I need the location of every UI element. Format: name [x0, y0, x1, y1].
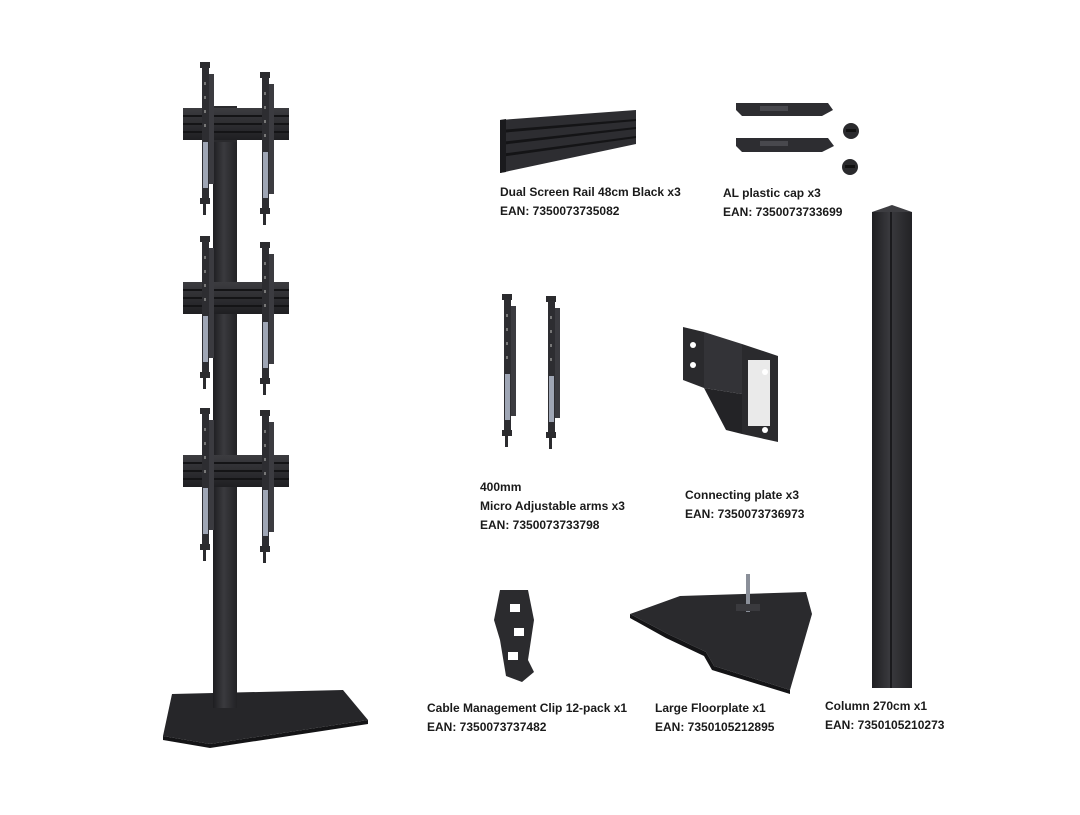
part-label-column: Column 270cm x1 EAN: 7350105210273	[825, 697, 944, 735]
floorplate-image	[630, 574, 812, 694]
column-image	[872, 205, 912, 688]
part-name: Large Floorplate x1	[655, 701, 766, 715]
dual-screen-rail-image	[500, 110, 636, 173]
part-label-rail: Dual Screen Rail 48cm Black x3 EAN: 7350…	[500, 183, 681, 221]
part-name: Column 270cm x1	[825, 699, 928, 713]
part-name: Connecting plate x3	[685, 488, 800, 502]
connecting-plate-image	[683, 327, 778, 442]
part-label-cap: AL plastic cap x3 EAN: 7350073733699	[723, 184, 842, 222]
part-ean: EAN: 7350073737482	[427, 720, 547, 734]
plastic-cap-image	[736, 103, 859, 175]
part-size: 400mm	[480, 480, 522, 494]
part-name: Micro Adjustable arms x3	[480, 499, 625, 513]
part-label-clip: Cable Management Clip 12-pack x1 EAN: 73…	[427, 699, 627, 737]
part-ean: EAN: 7350073733798	[480, 518, 600, 532]
part-name: AL plastic cap x3	[723, 186, 821, 200]
part-label-arms: 400mm Micro Adjustable arms x3 EAN: 7350…	[480, 478, 625, 535]
part-name: Dual Screen Rail 48cm Black x3	[500, 185, 681, 199]
part-label-floorplate: Large Floorplate x1 EAN: 7350105212895	[655, 699, 774, 737]
part-ean: EAN: 7350105212895	[655, 720, 775, 734]
cable-clip-image	[494, 590, 534, 682]
micro-adjustable-arms-image	[502, 294, 560, 449]
part-ean: EAN: 7350073735082	[500, 204, 620, 218]
part-name: Cable Management Clip 12-pack x1	[427, 701, 628, 715]
assembled-stand-image	[163, 62, 368, 748]
part-ean: EAN: 7350073736973	[685, 507, 805, 521]
part-ean: EAN: 7350105210273	[825, 718, 945, 732]
part-label-plate: Connecting plate x3 EAN: 7350073736973	[685, 486, 804, 524]
part-ean: EAN: 7350073733699	[723, 205, 843, 219]
